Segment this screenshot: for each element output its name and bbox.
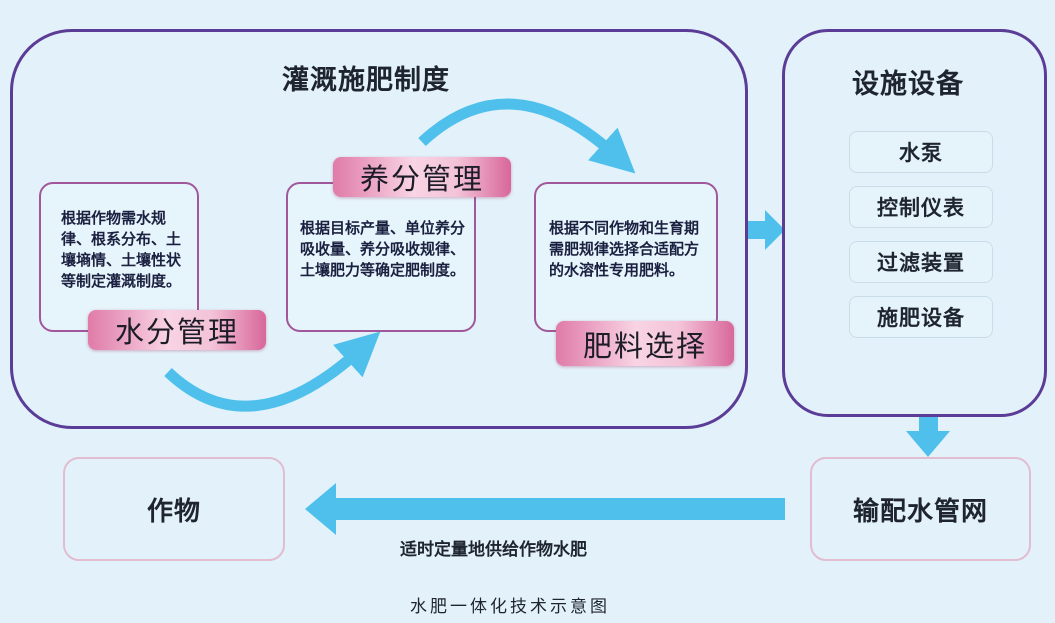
water-management-tag: 水分管理 [88,310,266,350]
crop-box: 作物 [63,457,285,561]
fertilizer-selection-card [534,182,718,332]
pipe-network-box: 输配水管网 [810,457,1031,561]
irrigation-fertilization-panel [10,29,748,429]
curved-arrow-nutrient-to-fertilizer [418,98,636,174]
arrow-to-pipe-network [906,417,950,457]
facility-item-fertilizer-equipment: 施肥设备 [849,296,993,338]
irrigation-panel-title: 灌溉施肥制度 [282,65,450,96]
fertilizer-selection-tag: 肥料选择 [556,321,734,366]
arrow-to-crop [305,483,785,535]
facility-item-filter-device: 过滤装置 [849,241,993,283]
figure-caption: 水肥一体化技术示意图 [410,597,610,617]
facilities-panel [782,29,1047,417]
nutrient-management-description: 根据目标产量、单位养分吸收量、养分吸收规律、土壤肥力等确定肥制度。 [300,219,466,279]
nutrient-management-tag: 养分管理 [333,157,511,197]
fertilizer-selection-description: 根据不同作物和生育期需肥规律选择合适配方的水溶性专用肥料。 [549,219,700,279]
arrow-to-facilities [748,210,785,250]
facilities-panel-title: 设施设备 [852,69,964,100]
facility-item-water-pump: 水泵 [849,131,993,173]
nutrient-management-card [286,182,476,332]
water-management-description: 根据作物需水规律、根系分布、土壤墒情、土壤性状等制定灌溉制度。 [61,209,182,290]
supply-label: 适时定量地供给作物水肥 [400,540,587,560]
water-management-card [39,182,199,332]
facility-item-control-instrument: 控制仪表 [849,186,993,228]
curved-arrow-water-to-nutrient [164,331,381,412]
